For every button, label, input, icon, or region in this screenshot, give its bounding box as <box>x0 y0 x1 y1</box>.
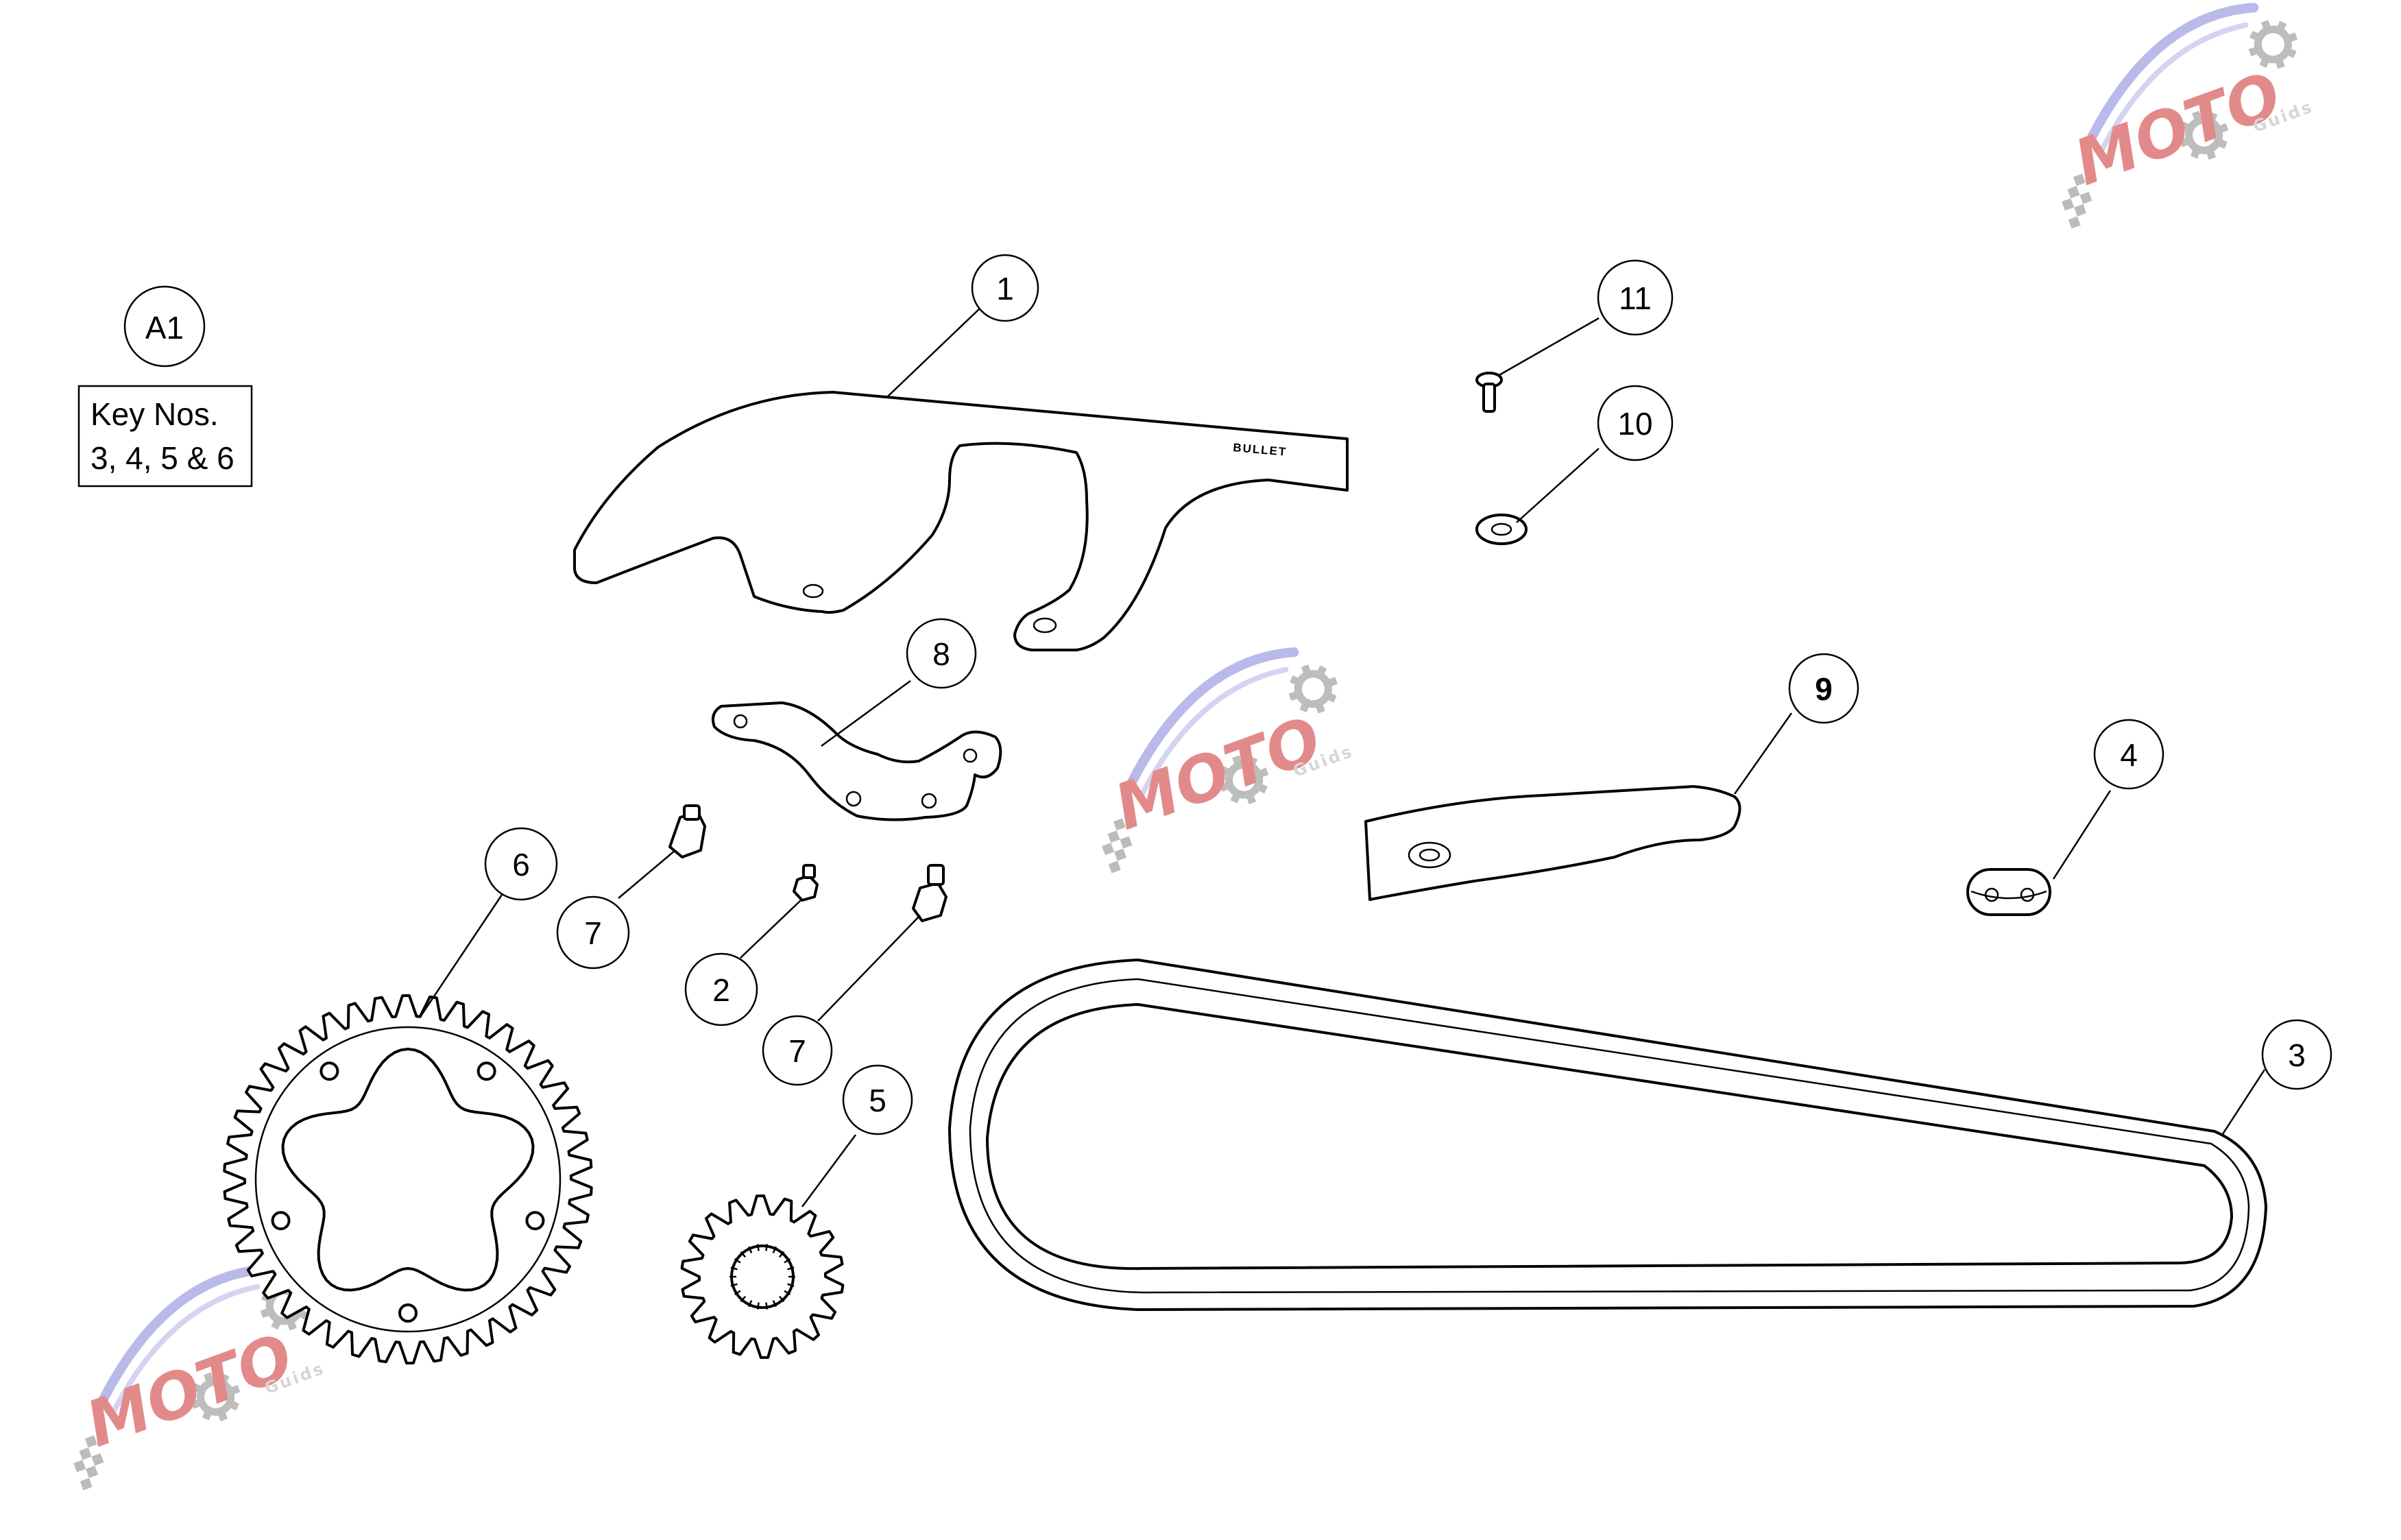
callout-7b: 7 <box>762 1015 833 1086</box>
group-label: A1 <box>123 285 206 368</box>
rear-sprocket-rim <box>254 1026 562 1333</box>
guard-bolt-left <box>668 804 706 858</box>
callout-1-label: 1 <box>996 271 1014 306</box>
front-sprocket-spline <box>772 1246 777 1253</box>
front-sprocket-spline <box>772 1300 777 1308</box>
front-sprocket-spline <box>778 1295 785 1303</box>
rear-sprocket-bolt-hole <box>398 1303 418 1323</box>
callout-9-label: 9 <box>1815 671 1833 707</box>
drive-chain <box>948 959 2267 1311</box>
callout-5: 5 <box>842 1064 913 1135</box>
key-note-line2: 3, 4, 5 & 6 <box>91 440 234 476</box>
callout-10-label: 10 <box>1617 406 1652 442</box>
rear-sprocket-bolt-hole <box>271 1211 291 1231</box>
leader-8 <box>821 679 911 747</box>
callout-1: 1 <box>971 254 1039 322</box>
leader-1 <box>887 307 981 397</box>
front-sprocket-spline <box>765 1302 769 1310</box>
front-sprocket-spline <box>787 1266 795 1271</box>
leader-11 <box>1497 317 1600 377</box>
guard-bolt-right <box>912 864 948 922</box>
rear-sprocket <box>223 994 593 1364</box>
callout-9: 9 <box>1788 653 1859 724</box>
leader-7a <box>618 850 676 899</box>
callout-2: 2 <box>684 952 758 1026</box>
callout-7a-label: 7 <box>584 915 602 951</box>
front-sprocket <box>680 1194 845 1359</box>
leader-5 <box>801 1134 857 1207</box>
leader-7b <box>817 915 921 1022</box>
rear-sprocket-bolt-hole <box>476 1061 496 1081</box>
front-sprocket-bore <box>730 1244 795 1309</box>
leader-lines <box>420 307 2266 1207</box>
front-sprocket-spline <box>778 1251 785 1258</box>
callout-5-label: 5 <box>869 1083 886 1118</box>
front-sprocket-spline <box>740 1251 747 1258</box>
rear-sprocket-bolt-hole <box>319 1061 339 1081</box>
front-sprocket-spline <box>747 1246 753 1253</box>
leader-6 <box>420 894 503 1015</box>
callout-7a: 7 <box>556 895 630 970</box>
watermark-center: MOTO Guids <box>1060 636 1372 874</box>
rear-sprocket-bolt-hole <box>525 1211 545 1231</box>
leader-9 <box>1733 712 1793 795</box>
group-label-text: A1 <box>145 310 184 346</box>
callout-8: 8 <box>906 618 977 689</box>
leader-10 <box>1516 448 1600 523</box>
screw <box>1475 372 1503 413</box>
front-sprocket-spline <box>730 1266 738 1271</box>
washer <box>1475 514 1528 545</box>
callout-8-label: 8 <box>932 636 950 672</box>
watermark-top-right: MOTO Guids <box>2020 0 2332 228</box>
callout-4-label: 4 <box>2120 737 2138 773</box>
front-sprocket-spline <box>784 1290 791 1296</box>
callout-10: 10 <box>1597 385 1674 461</box>
front-sprocket-spline <box>740 1295 747 1303</box>
key-note-line1: Key Nos. <box>91 396 219 432</box>
front-sprocket-spline <box>765 1244 769 1251</box>
guard-plate <box>1364 785 1741 901</box>
mounting-bracket <box>712 701 1002 821</box>
key-note: Key Nos. 3, 4, 5 & 6 <box>77 385 253 488</box>
callout-11-label: 11 <box>1619 280 1652 316</box>
callout-3: 3 <box>2261 1019 2332 1090</box>
leader-4 <box>2052 790 2112 880</box>
callout-11: 11 <box>1597 259 1674 336</box>
callout-3-label: 3 <box>2288 1037 2306 1073</box>
callout-6-label: 6 <box>512 847 530 882</box>
callout-6: 6 <box>484 827 558 901</box>
small-bolt <box>793 864 819 902</box>
chain-guard: BULLET <box>573 391 1349 651</box>
front-sprocket-spline <box>784 1258 791 1264</box>
callout-7b-label: 7 <box>788 1033 806 1069</box>
front-sprocket-spline <box>734 1290 741 1296</box>
callout-4: 4 <box>2093 719 2164 790</box>
front-sprocket-spline <box>730 1283 738 1287</box>
front-sprocket-spline <box>787 1283 795 1287</box>
rear-sprocket-hub-cutout <box>281 1048 535 1292</box>
front-sprocket-spline <box>747 1300 753 1308</box>
front-sprocket-spline <box>734 1258 741 1264</box>
leader-2 <box>740 900 801 959</box>
leader-3 <box>2220 1069 2266 1137</box>
callout-2-label: 2 <box>712 972 730 1008</box>
chain-link <box>1966 868 2051 916</box>
